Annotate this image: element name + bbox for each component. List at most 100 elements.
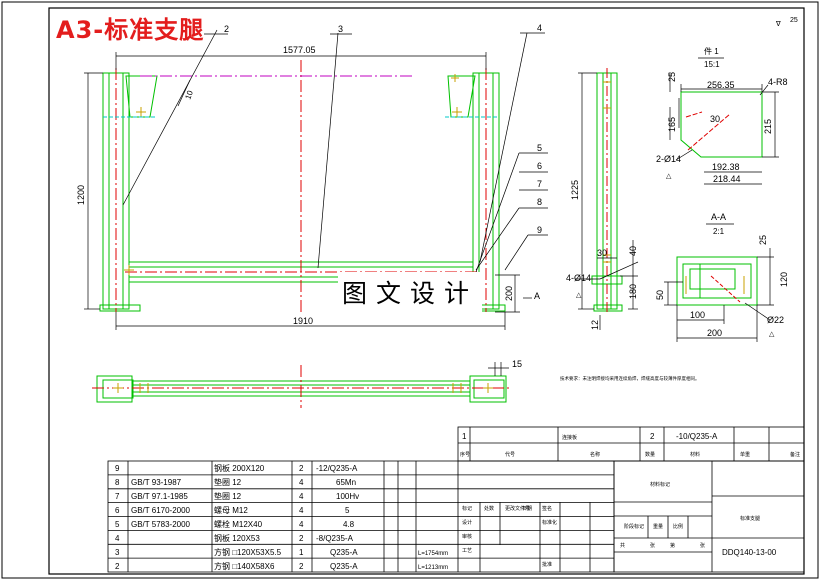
svg-text:50: 50 [655, 290, 665, 300]
svg-text:日期: 日期 [522, 506, 532, 512]
svg-text:A-A: A-A [711, 212, 726, 222]
svg-text:标记: 标记 [462, 505, 472, 512]
svg-text:审核: 审核 [462, 533, 472, 540]
section-view [676, 256, 758, 306]
svg-text:4: 4 [299, 478, 304, 487]
svg-text:∇: ∇ [775, 20, 781, 28]
svg-text:5: 5 [115, 520, 120, 529]
svg-text:218.44: 218.44 [713, 174, 741, 184]
side-view [591, 68, 623, 315]
drawing-number: DDQ140-13-00 [722, 548, 777, 557]
svg-text:40: 40 [628, 246, 638, 256]
parts-header-text: 1 连接板 2 -10/Q235-A 序号 代号 名称 数量 材料 单重 备注 [460, 432, 800, 458]
svg-text:Q235-A: Q235-A [330, 562, 358, 571]
svg-text:垫圈 12: 垫圈 12 [214, 477, 242, 487]
svg-text:200: 200 [707, 328, 722, 338]
svg-text:件 1: 件 1 [704, 46, 719, 56]
svg-text:2-Ø14: 2-Ø14 [656, 154, 681, 164]
svg-text:30: 30 [710, 114, 720, 124]
svg-text:15:1: 15:1 [704, 60, 720, 69]
svg-text:批准: 批准 [542, 561, 552, 568]
section-dimensions [664, 248, 774, 342]
svg-text:200: 200 [504, 286, 514, 301]
front-dimensions [84, 29, 548, 330]
table-row: 6 GB/T 6170-2000 螺母 M12 4 5 [115, 505, 350, 515]
part1-title: 件 1 15:1 [698, 46, 724, 69]
svg-text:处数: 处数 [484, 505, 494, 512]
svg-text:2: 2 [115, 562, 120, 571]
svg-text:4: 4 [537, 23, 542, 33]
material-mark: 材料标记 [650, 481, 670, 488]
front-view [99, 60, 506, 312]
svg-text:工艺: 工艺 [462, 548, 472, 554]
svg-text:4: 4 [299, 492, 304, 501]
drawing-name: 标准支腿 [740, 515, 760, 522]
svg-text:材料: 材料 [690, 451, 700, 458]
svg-text:签名: 签名 [542, 505, 552, 512]
svg-text:10: 10 [183, 89, 195, 101]
svg-text:垫圈 12: 垫圈 12 [214, 491, 242, 501]
title-block-lines [613, 460, 805, 573]
front-dim-text: 1577.05 1910 1200 200 A 10 [76, 45, 540, 326]
svg-text:GB/T 93-1987: GB/T 93-1987 [131, 478, 182, 487]
svg-text:215: 215 [763, 119, 773, 134]
svg-text:-8/Q235-A: -8/Q235-A [316, 534, 354, 543]
bom-table-lines [107, 460, 615, 573]
svg-text:张: 张 [700, 542, 705, 549]
svg-text:192.38: 192.38 [712, 162, 740, 172]
svg-text:1: 1 [299, 548, 304, 557]
svg-text:数量: 数量 [645, 451, 655, 458]
svg-text:30: 30 [597, 248, 607, 258]
svg-text:L=1213mm: L=1213mm [418, 565, 448, 571]
svg-text:7: 7 [115, 492, 120, 501]
side-dimensions [575, 72, 639, 330]
svg-text:100Hv: 100Hv [336, 492, 359, 501]
svg-text:重量: 重量 [653, 523, 663, 530]
svg-text:6: 6 [537, 161, 542, 171]
svg-text:3: 3 [338, 24, 343, 34]
svg-text:2: 2 [299, 464, 304, 473]
part1-dimensions [669, 72, 779, 185]
svg-text:6: 6 [115, 506, 120, 515]
svg-text:8: 8 [537, 197, 542, 207]
inner-border [48, 7, 805, 575]
svg-text:2: 2 [650, 432, 655, 441]
svg-text:备注: 备注 [790, 451, 800, 458]
svg-text:第: 第 [670, 542, 675, 549]
side-dim-text: 1225 30 40 180 12 4-Ø14 △ [566, 180, 638, 330]
drawing-title: A3-标准支腿 [56, 16, 205, 44]
callout-numbers: 2 3 4 5 6 7 8 9 [224, 23, 542, 235]
svg-text:1225: 1225 [570, 180, 580, 200]
svg-text:9: 9 [115, 464, 120, 473]
svg-text:5: 5 [537, 143, 542, 153]
svg-text:更改文件号: 更改文件号 [505, 505, 530, 512]
svg-text:△: △ [666, 173, 672, 180]
svg-text:5: 5 [345, 506, 350, 515]
svg-text:名称: 名称 [590, 451, 600, 458]
watermark: 图文设计 [338, 272, 483, 312]
svg-text:256.35: 256.35 [707, 80, 735, 90]
svg-text:2:1: 2:1 [713, 227, 725, 236]
svg-text:2: 2 [299, 534, 304, 543]
svg-text:4-Ø14: 4-Ø14 [566, 273, 591, 283]
svg-text:4: 4 [299, 506, 304, 515]
dim-15: 15 [512, 359, 522, 369]
svg-text:1200: 1200 [76, 185, 86, 205]
svg-text:180: 180 [628, 284, 638, 299]
svg-text:Ø22: Ø22 [767, 315, 784, 325]
svg-text:25: 25 [790, 17, 798, 24]
svg-text:A: A [534, 291, 540, 301]
svg-text:螺母 M12: 螺母 M12 [214, 505, 248, 515]
section-dim-text: 25 120 50 100 200 Ø22 △ [655, 235, 789, 338]
technical-note: 技术要求：未注明焊接均采用连续角焊，焊缝高度与较薄件厚度相同。 [560, 375, 700, 382]
svg-text:GB/T 6170-2000: GB/T 6170-2000 [131, 506, 191, 515]
svg-text:代号: 代号 [505, 451, 515, 458]
svg-text:120: 120 [779, 272, 789, 287]
svg-text:25: 25 [758, 235, 768, 245]
